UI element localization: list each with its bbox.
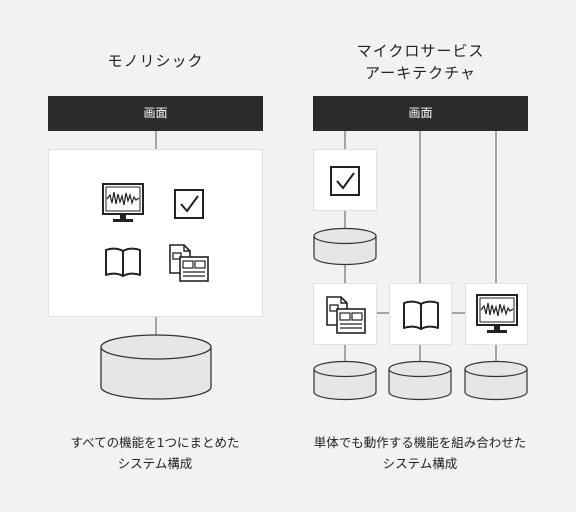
book-icon — [403, 300, 439, 330]
checkbox-icon — [330, 166, 360, 196]
microservices-title-line2: アーキテクチャ — [365, 64, 476, 82]
database-icon — [313, 227, 377, 266]
monolithic-title: モノリシック — [107, 52, 204, 70]
microservices-caption-line1: 単体でも動作する機能を組み合わせた — [313, 435, 527, 450]
document-icon — [326, 296, 366, 334]
database-icon — [313, 360, 377, 401]
microservices-title-line1: マイクロサービス — [356, 42, 485, 60]
database-icon — [464, 360, 528, 401]
database-icon — [388, 360, 452, 401]
checkbox-icon — [174, 189, 204, 219]
book-icon — [105, 247, 141, 277]
service-box-monitor — [465, 283, 528, 345]
service-box-book — [389, 283, 452, 345]
monolithic-caption-line1: すべての機能を1つにまとめた — [70, 435, 240, 450]
microservices-title: マイクロサービス アーキテクチャ — [313, 40, 528, 84]
document-icon — [169, 244, 209, 282]
monolithic-caption: すべての機能を1つにまとめた システム構成 — [30, 432, 280, 474]
microservices-caption-line2: システム構成 — [382, 456, 458, 471]
monolithic-caption-line2: システム構成 — [117, 456, 193, 471]
database-icon — [100, 334, 212, 400]
monolith-app-box — [48, 149, 263, 317]
screen-bar-microservices: 画面 — [313, 96, 528, 131]
microservices-caption: 単体でも動作する機能を組み合わせた システム構成 — [290, 432, 550, 474]
screen-bar-monolithic: 画面 — [48, 96, 263, 131]
monitor-icon — [102, 183, 144, 222]
monitor-icon — [476, 294, 518, 333]
service-box-document — [313, 283, 377, 345]
service-box-checkbox — [313, 149, 377, 211]
